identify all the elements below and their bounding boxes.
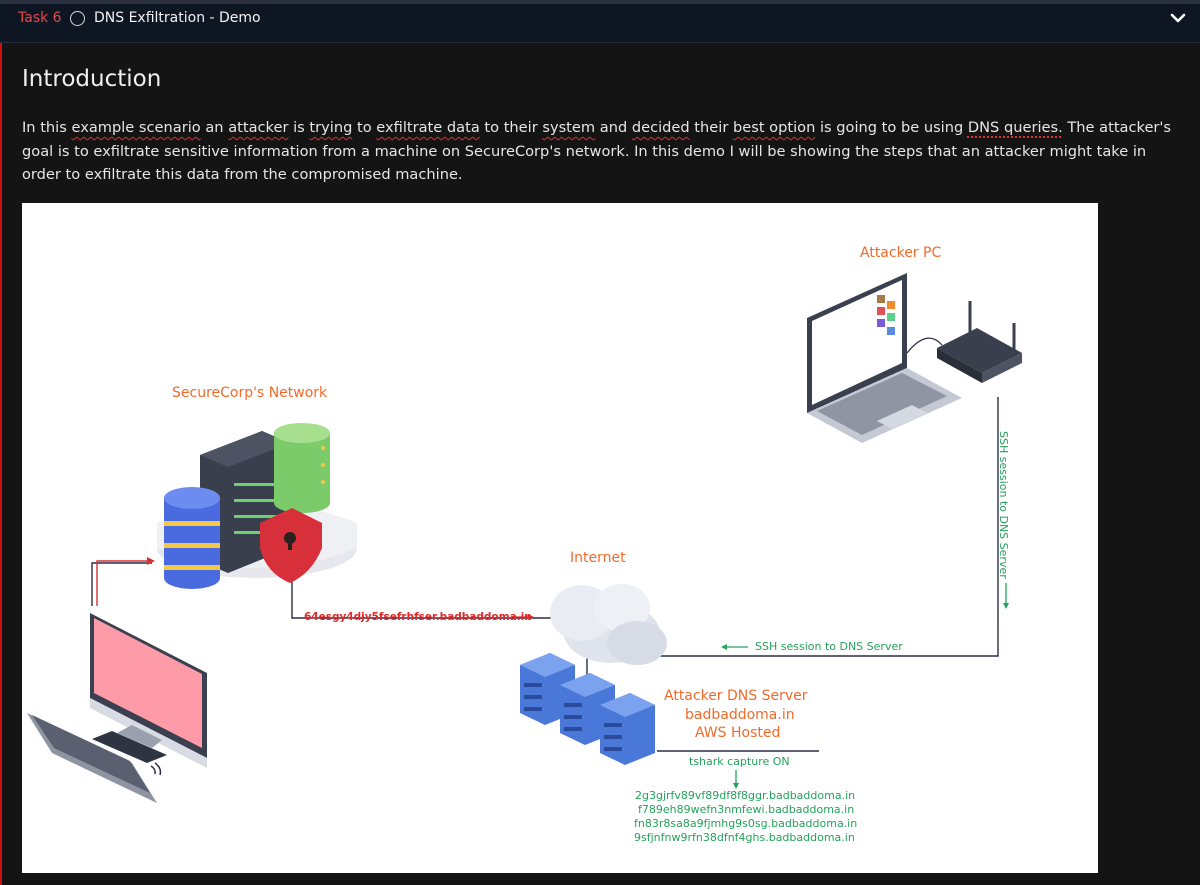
dns-domain-label: badbaddoma.in bbox=[685, 707, 795, 723]
ssh-vertical-label: SSH session to DNS Server bbox=[997, 431, 1010, 579]
workstation-exfil-line bbox=[96, 560, 147, 606]
spell-flag: best option bbox=[732, 119, 816, 136]
compromised-workstation-icon bbox=[27, 613, 207, 803]
left-accent-bar bbox=[0, 0, 2, 885]
attacker-laptop-icon bbox=[807, 273, 962, 443]
router-icon bbox=[906, 301, 1022, 383]
header-top-border bbox=[0, 0, 1200, 4]
aws-hosted-label: AWS Hosted bbox=[695, 725, 781, 741]
captured-query: fn83r8sa8a9fjmhg9s0sg.badbaddoma.in bbox=[634, 817, 858, 830]
spell-flag: system bbox=[542, 119, 596, 136]
spell-flag: attacker bbox=[228, 119, 289, 136]
securecorp-network-icon bbox=[157, 423, 357, 589]
task-header[interactable]: Task 6 DNS Exfiltration - Demo bbox=[0, 0, 1200, 43]
task-title: DNS Exfiltration - Demo bbox=[94, 10, 261, 26]
attacker-pc-label: Attacker PC bbox=[860, 245, 942, 261]
chevron-down-icon[interactable] bbox=[1168, 8, 1188, 28]
captured-query: f789eh89wefn3nmfewi.badbaddoma.in bbox=[638, 803, 855, 816]
tshark-label: tshark capture ON bbox=[689, 755, 790, 768]
task-number: Task 6 bbox=[18, 10, 62, 26]
intro-paragraph: In this example scenario an attacker is … bbox=[22, 119, 1172, 184]
spell-flag: exfiltrate data bbox=[376, 119, 480, 136]
spell-flag: trying bbox=[309, 119, 353, 136]
captured-query: 2g3gjrfv89vf89df8f8ggr.badbaddoma.in bbox=[635, 789, 856, 802]
attacker-dns-server-icon bbox=[520, 653, 655, 765]
spell-flag: decided bbox=[631, 119, 690, 136]
section-heading: Introduction bbox=[22, 66, 162, 92]
spell-flag: example scenario bbox=[71, 119, 201, 136]
internet-to-attacker-line bbox=[652, 397, 999, 657]
securecorp-network-label: SecureCorp's Network bbox=[172, 385, 328, 401]
exfil-arrow bbox=[514, 614, 534, 620]
dns-server-label: Attacker DNS Server bbox=[664, 688, 808, 704]
internet-label: Internet bbox=[570, 550, 626, 566]
dns-exfiltration-diagram: Attacker PC SecureCorp's Network Interne… bbox=[22, 203, 1098, 873]
internet-cloud-icon bbox=[550, 584, 667, 665]
arrow-head bbox=[147, 557, 155, 565]
diagram-graphics bbox=[27, 273, 1022, 803]
spell-flag: DNS queries. bbox=[967, 119, 1063, 136]
dns-query-label: 64esgy4djy5fsefrhfser.badbaddoma.in bbox=[304, 611, 532, 623]
captured-query: 9sfjnfnw9rfn38dfnf4ghs.badbaddoma.in bbox=[634, 831, 855, 844]
ssh-horizontal-label: SSH session to DNS Server bbox=[755, 640, 903, 653]
task-status-circle-icon[interactable] bbox=[70, 11, 85, 26]
workstation-line bbox=[91, 562, 152, 606]
